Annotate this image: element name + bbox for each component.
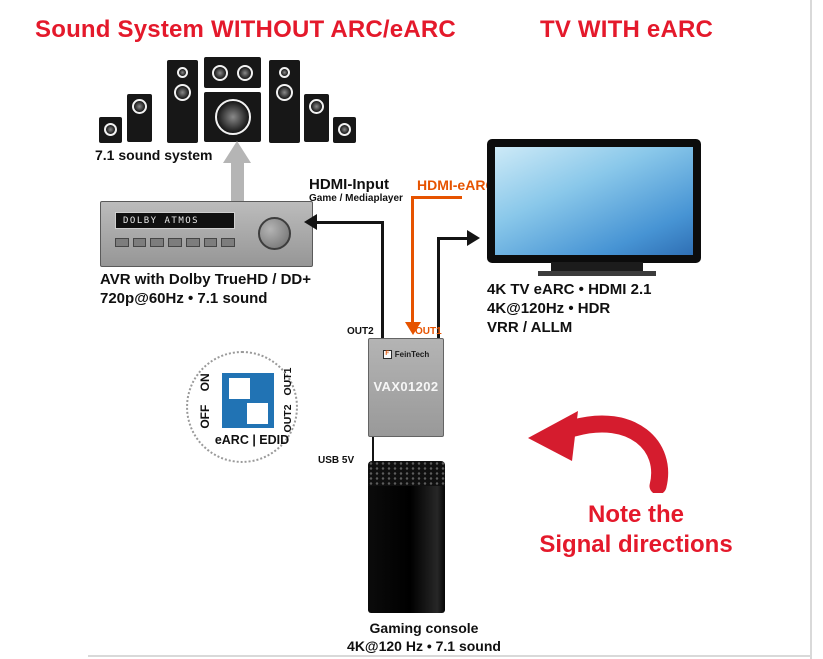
hdmi-line-vax-to-avr-horizontal — [316, 221, 384, 224]
note-text: Note the Signal directions — [518, 500, 754, 560]
hdmi-line-vax-to-tv-horizontal — [437, 237, 468, 240]
dip-switch-1 — [229, 378, 250, 399]
out1-port-label: OUT1 — [415, 326, 442, 337]
audio-out-arrow-body — [231, 162, 244, 202]
feintech-logo-icon: F — [382, 350, 392, 359]
usb-power-label: USB 5V — [318, 455, 355, 466]
avr-volume-knob — [258, 217, 291, 250]
tv-caption-line1: 4K TV eARC • HDMI 2.1 — [487, 281, 652, 298]
avr-caption-line1: AVR with Dolby TrueHD / DD+ — [100, 271, 311, 288]
note-line1: Note the — [588, 501, 684, 528]
avr-button — [150, 238, 165, 247]
speaker-right — [304, 94, 329, 142]
avr-button — [185, 238, 200, 247]
avr-button-row — [115, 238, 236, 247]
speaker-center — [204, 57, 261, 88]
speaker-small-left — [99, 117, 122, 143]
arrowhead-into-avr-icon — [304, 214, 317, 230]
note-line2: Signal directions — [539, 531, 733, 558]
dip-earc-edid-label: eARC | EDID — [214, 433, 290, 447]
avr-button — [115, 238, 129, 247]
speaker-cone — [237, 64, 253, 81]
speaker-cone — [212, 64, 228, 81]
console-vent-top — [368, 461, 445, 487]
vax-switch-box: F FeinTech VAX01202 — [368, 338, 444, 437]
tv-screen — [495, 147, 693, 255]
speaker-cone — [338, 123, 351, 136]
tv-stand-base — [538, 271, 656, 276]
speaker-cone — [132, 99, 147, 114]
speaker-cone — [279, 67, 290, 78]
speaker-tower-right — [269, 60, 300, 143]
right-border-line — [810, 0, 812, 659]
earc-line-vertical — [411, 196, 414, 324]
signal-direction-arrow-icon — [528, 411, 669, 493]
speaker-cone — [276, 84, 293, 101]
speaker-cone — [177, 67, 188, 78]
audio-out-arrowhead-icon — [223, 141, 251, 163]
subwoofer-cone — [214, 99, 251, 135]
tv — [487, 139, 701, 263]
subwoofer — [204, 92, 261, 142]
avr-button — [132, 238, 147, 247]
console-caption-line1: Gaming console — [369, 620, 479, 636]
out2-port-label: OUT2 — [347, 326, 374, 337]
hdmi-input-label: HDMI-Input — [309, 176, 389, 193]
bottom-border-line — [88, 655, 812, 657]
avr-display: DOLBY ATMOS — [115, 212, 235, 229]
tv-stand — [551, 262, 643, 271]
avr-caption-line2: 720p@60Hz • 7.1 sound — [100, 290, 268, 307]
earc-line-horizontal — [411, 196, 462, 199]
speaker-tower-left — [167, 60, 198, 143]
hdmi-line-vax-to-avr-vertical — [381, 222, 384, 339]
dip-out2-out1-label: OUT2 OUT1 — [282, 367, 294, 433]
title-tv-earc: TV WITH eARC — [540, 16, 714, 43]
tv-caption-line3: VRR / ALLM — [487, 319, 573, 336]
vax-model-text: VAX01202 — [373, 379, 439, 394]
speaker-small-right — [333, 117, 356, 143]
arrowhead-into-out1-icon — [405, 322, 421, 335]
hdmi-earc-label: HDMI-eARC — [417, 177, 496, 193]
feintech-logo: F FeinTech — [369, 350, 443, 359]
avr-button — [203, 238, 218, 247]
hdmi-input-sublabel: Game / Mediaplayer — [309, 193, 403, 204]
speaker-cone — [104, 123, 117, 136]
feintech-brand-text: FeinTech — [394, 350, 430, 359]
hdmi-line-vax-to-tv-vertical — [437, 238, 440, 339]
speaker-left — [127, 94, 152, 142]
gaming-console — [368, 486, 445, 613]
speaker-system-label: 7.1 sound system — [95, 147, 213, 163]
title-sound-system: Sound System WITHOUT ARC/eARC — [35, 16, 456, 43]
tv-caption-line2: 4K@120Hz • HDR — [487, 300, 611, 317]
speaker-cone — [309, 99, 324, 114]
console-to-vax-line — [372, 437, 374, 471]
speaker-cone — [174, 84, 191, 101]
avr-receiver: DOLBY ATMOS — [100, 201, 313, 267]
avr-button — [168, 238, 182, 247]
avr-button — [221, 238, 236, 247]
arrowhead-into-tv-icon — [467, 230, 480, 246]
console-caption-line2: 4K@120 Hz • 7.1 sound — [347, 638, 501, 654]
dip-switch-2 — [247, 403, 268, 424]
